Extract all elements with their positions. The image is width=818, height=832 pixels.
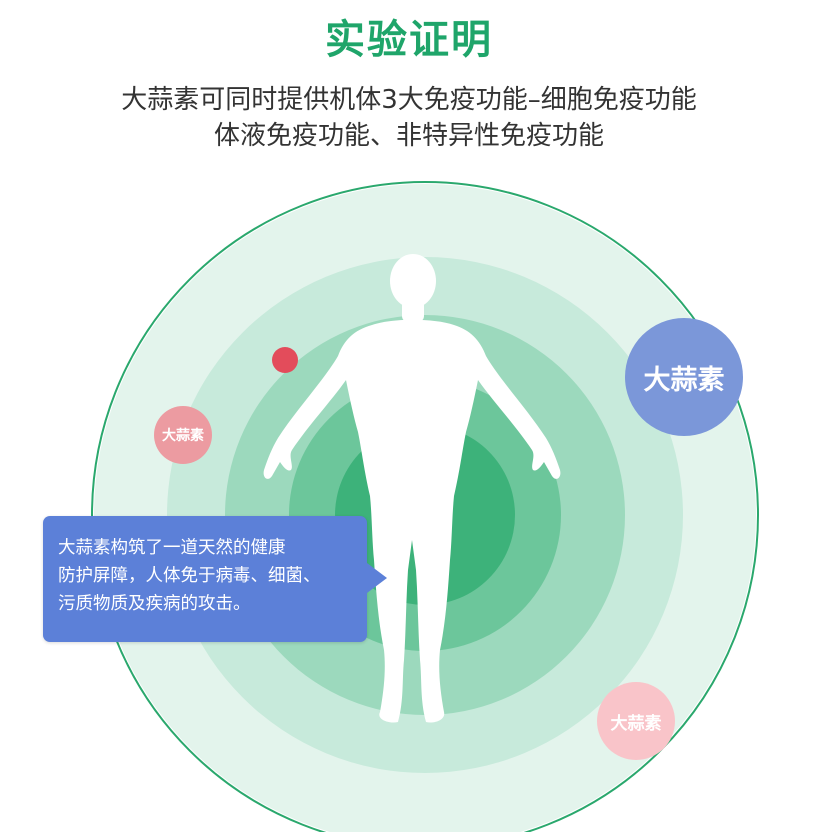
red-dot-icon: [272, 347, 298, 373]
subtitle-line-2: 体液免疫功能、非特异性免疫功能: [213, 121, 604, 151]
human-body-silhouette-icon: [263, 254, 561, 723]
page-title: 实验证明: [325, 17, 493, 63]
allicin-badge-large: 大蒜素: [625, 318, 743, 436]
callout-line-2: 防护屏障，人体免于病毒、细菌、: [58, 566, 321, 586]
subtitle-line-1: 大蒜素可同时提供机体3大免疫功能–细胞免疫功能: [121, 85, 697, 115]
allicin-badge-pink: 大蒜素: [597, 682, 675, 760]
callout-line-3: 污质物质及疾病的攻击。: [58, 594, 251, 614]
callout-line-1: 大蒜素构筑了一道天然的健康: [58, 538, 286, 558]
allicin-badge-small: 大蒜素: [154, 406, 212, 464]
info-callout: 大蒜素构筑了一道天然的健康 防护屏障，人体免于病毒、细菌、 污质物质及疾病的攻击…: [43, 516, 367, 642]
callout-pointer: [367, 563, 387, 593]
